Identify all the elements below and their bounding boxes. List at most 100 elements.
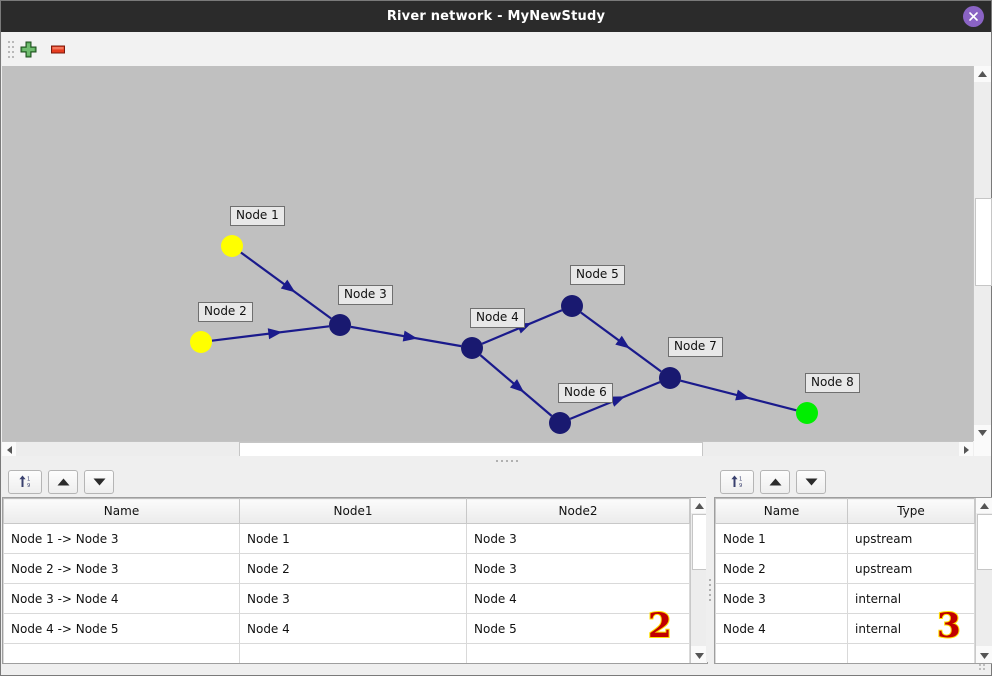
graph-scroll-left-icon[interactable]: [2, 442, 16, 457]
resize-grip[interactable]: [979, 664, 987, 672]
table-cell[interactable]: Node 1 -> Node 3: [3, 523, 240, 554]
graph-node-label[interactable]: Node 3: [338, 285, 393, 305]
reaches-vscroll-thumb[interactable]: [692, 514, 707, 570]
table-cell[interactable]: Node 2: [239, 553, 467, 584]
green-plus-icon[interactable]: [13, 35, 43, 63]
table-cell[interactable]: internal: [847, 613, 975, 644]
reaches-scroll-up-icon[interactable]: [691, 498, 707, 513]
table-cell[interactable]: internal: [847, 583, 975, 614]
vertical-splitter[interactable]: [706, 497, 714, 662]
column-header[interactable]: Node1: [239, 498, 467, 524]
table-cell[interactable]: Node 1: [715, 523, 848, 554]
graph-node-label[interactable]: Node 5: [570, 265, 625, 285]
table-cell[interactable]: Node 3: [715, 583, 848, 614]
triangle-up-icon[interactable]: [760, 469, 790, 494]
graph-node-label[interactable]: Node 1: [230, 206, 285, 226]
table-cell[interactable]: Node 3 -> Node 4: [3, 583, 240, 614]
table-cell[interactable]: Node 2 -> Node 3: [3, 553, 240, 584]
nodes-vertical-scrollbar[interactable]: [975, 498, 992, 663]
graph-node[interactable]: [329, 314, 351, 336]
graph-node[interactable]: [461, 337, 483, 359]
graph-edge-arrow-icon: [280, 279, 296, 293]
reaches-vertical-scrollbar[interactable]: [690, 498, 707, 663]
graph-scroll-right-icon[interactable]: [959, 442, 973, 457]
table-row-empty[interactable]: [3, 643, 690, 663]
nodes-vscroll-thumb[interactable]: [977, 514, 992, 570]
toolbar-drag-handle[interactable]: [5, 36, 13, 62]
table-cell[interactable]: [3, 643, 240, 663]
table-cell[interactable]: [466, 643, 690, 663]
graph-node-label[interactable]: Node 8: [805, 373, 860, 393]
graph-edge-arrow-icon: [267, 328, 283, 340]
graph-node-label[interactable]: Node 2: [198, 302, 253, 322]
table-cell[interactable]: Node 4: [239, 613, 467, 644]
horizontal-splitter[interactable]: [2, 456, 991, 466]
column-header[interactable]: Name: [3, 498, 240, 524]
network-graph-canvas[interactable]: Node 1 Node 2 Node 3 Node 4 Node 5 Node 6 Node…: [2, 66, 974, 441]
node-layer: [190, 235, 818, 434]
table-row-empty[interactable]: [715, 643, 975, 663]
graph-node[interactable]: [549, 412, 571, 434]
graph-node[interactable]: [190, 331, 212, 353]
column-header[interactable]: Name: [715, 498, 848, 524]
sort-ascending-icon[interactable]: 1 9: [8, 469, 42, 494]
svg-text:9: 9: [27, 483, 30, 489]
triangle-down-icon[interactable]: [84, 469, 114, 494]
table-cell[interactable]: Node 4 -> Node 5: [3, 613, 240, 644]
graph-vscroll-thumb[interactable]: [975, 198, 992, 286]
table-cell[interactable]: Node 1: [239, 523, 467, 554]
nodes-scroll-down-icon[interactable]: [976, 648, 992, 663]
main-toolbar: [2, 32, 991, 67]
table-cell[interactable]: Node 2: [715, 553, 848, 584]
table-cell[interactable]: [715, 643, 848, 663]
sort-ascending-icon[interactable]: 1 9: [720, 469, 754, 494]
table-cell[interactable]: upstream: [847, 523, 975, 554]
table-cell[interactable]: Node 4: [715, 613, 848, 644]
graph-node[interactable]: [796, 402, 818, 424]
table-cell[interactable]: [847, 643, 975, 663]
table-cell[interactable]: Node 3: [239, 583, 467, 614]
graph-vertical-scrollbar[interactable]: [973, 66, 992, 441]
graph-edge-arrow-icon: [609, 396, 626, 407]
graph-edge-arrow-icon: [402, 330, 418, 342]
graph-horizontal-scrollbar[interactable]: [2, 441, 973, 459]
table-cell[interactable]: [239, 643, 467, 663]
nodes-scroll-up-icon[interactable]: [976, 498, 992, 513]
table-cell[interactable]: Node 4: [466, 583, 690, 614]
reaches-scroll-down-icon[interactable]: [691, 648, 707, 663]
graph-node[interactable]: [221, 235, 243, 257]
graph-scroll-up-icon[interactable]: [974, 66, 991, 82]
triangle-up-icon[interactable]: [48, 469, 78, 494]
table-cell[interactable]: Node 3: [466, 553, 690, 584]
nodes-toolbar: 1 9: [714, 466, 991, 497]
graph-node[interactable]: [561, 295, 583, 317]
graph-node-label[interactable]: Node 7: [668, 337, 723, 357]
red-minus-icon[interactable]: [43, 35, 73, 63]
triangle-down-icon[interactable]: [796, 469, 826, 494]
graph-node-label[interactable]: Node 6: [558, 383, 613, 403]
table-cell[interactable]: Node 5: [466, 613, 690, 644]
graph-scroll-down-icon[interactable]: [974, 425, 991, 441]
table-cell[interactable]: upstream: [847, 553, 975, 584]
close-icon[interactable]: [963, 6, 984, 27]
table-cell[interactable]: Node 3: [466, 523, 690, 554]
graph-node[interactable]: [659, 367, 681, 389]
column-header[interactable]: Node2: [466, 498, 690, 524]
graph-node-label[interactable]: Node 4: [470, 308, 525, 328]
column-header[interactable]: Type: [847, 498, 975, 524]
